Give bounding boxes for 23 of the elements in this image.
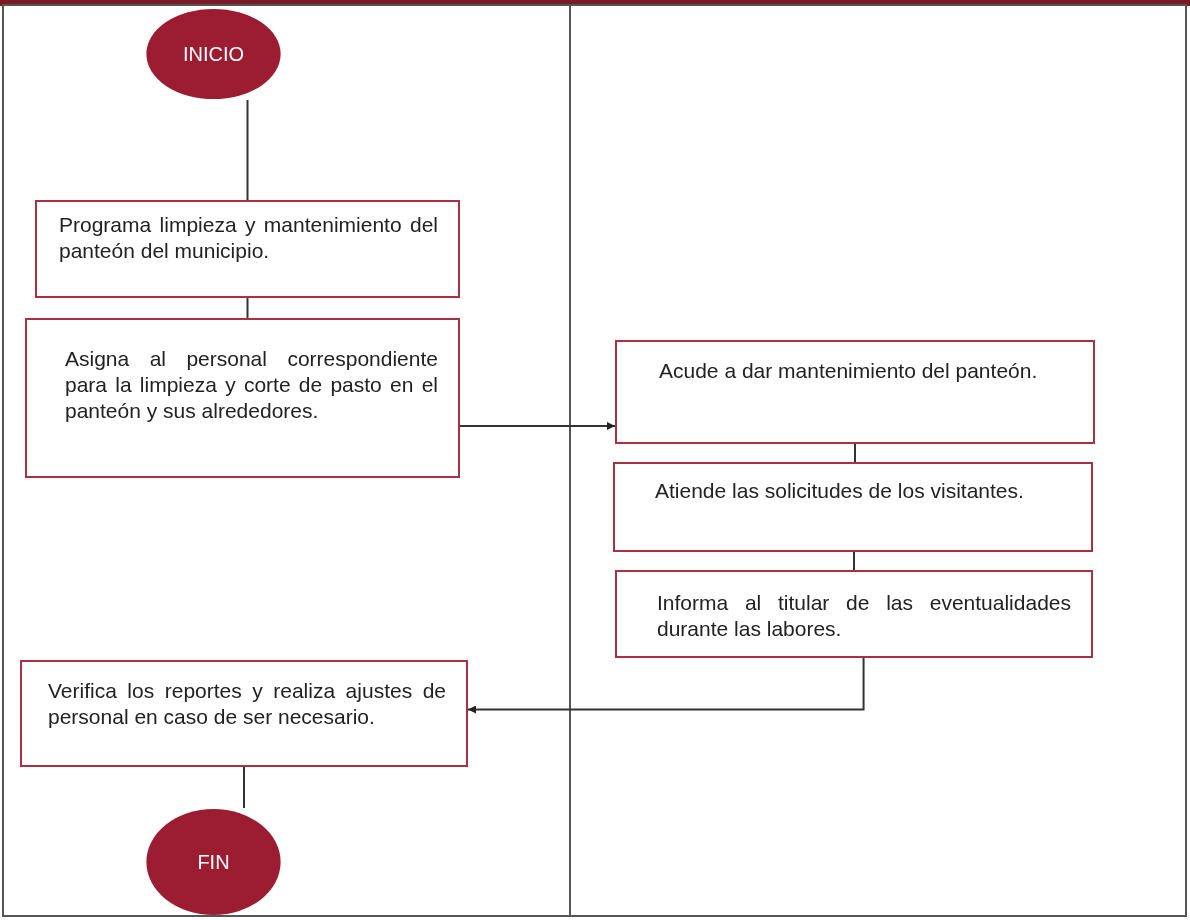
connector-line xyxy=(243,766,245,809)
process-box xyxy=(613,462,1093,552)
connector-line xyxy=(246,297,249,319)
end-ellipse xyxy=(145,808,282,916)
process-box xyxy=(615,570,1093,658)
step-text: Verifica los reportes y realiza ajustes de personal en caso de ser necesario. xyxy=(48,678,446,730)
process-box xyxy=(615,340,1095,444)
connector-line xyxy=(853,551,855,571)
connector-line xyxy=(854,443,856,463)
process-box xyxy=(20,660,468,767)
step-text: Atiende las solicitudes de los visitantes. xyxy=(655,478,1025,504)
start-ellipse xyxy=(145,8,282,100)
process-box xyxy=(35,200,460,298)
terminal-label: FIN xyxy=(197,850,230,874)
step-text: Informa al titular de las eventualidades durante las labores. xyxy=(657,590,1071,642)
process-box xyxy=(25,318,460,478)
step-text: Programa limpieza y mantenimiento del panteón del municipio. xyxy=(59,212,438,264)
connector-line xyxy=(246,99,249,201)
arrow xyxy=(459,422,616,430)
terminal-label: INICIO xyxy=(182,42,245,66)
arrow xyxy=(467,657,865,714)
step-text: Asigna al personal correspondiente para la limpieza y corte de pasto en el panteón y sus alrededores. xyxy=(65,346,438,424)
step-text: Acude a dar mantenimiento del panteón. xyxy=(659,358,1039,384)
